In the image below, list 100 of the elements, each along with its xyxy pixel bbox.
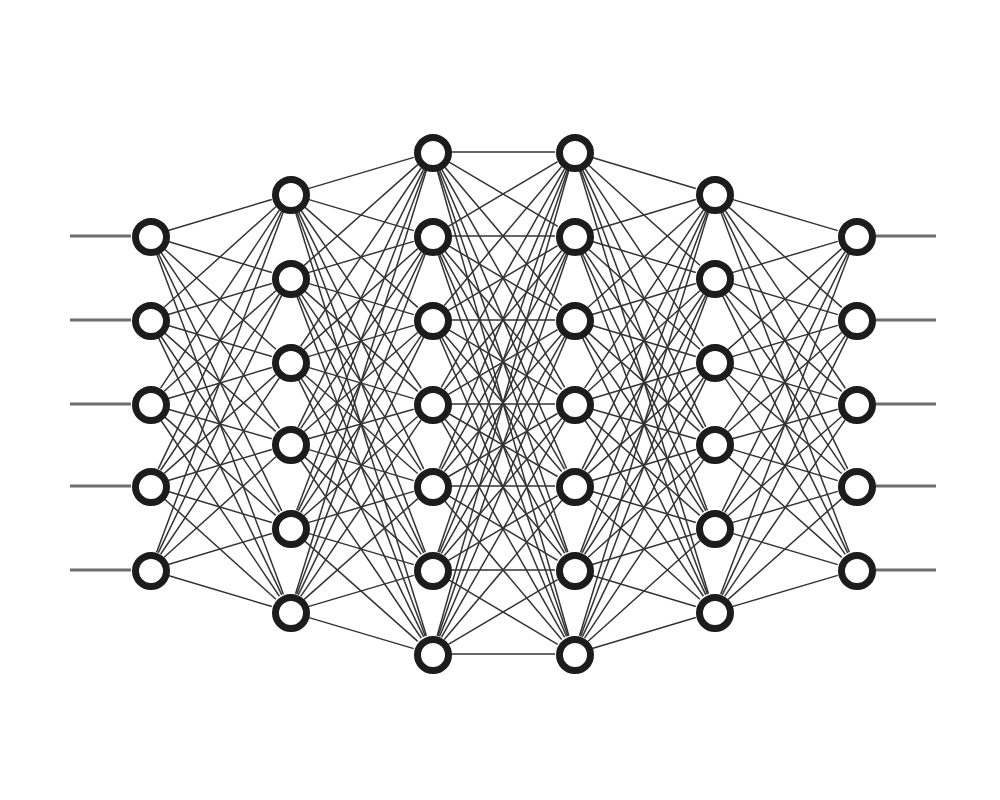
connection-line xyxy=(583,167,705,347)
connection-line xyxy=(163,455,277,559)
connection-line xyxy=(579,253,709,595)
connection-line xyxy=(450,569,556,571)
connection-line xyxy=(295,253,427,595)
connection-line xyxy=(583,293,705,471)
connection-line xyxy=(70,318,131,322)
connection-line xyxy=(303,497,419,601)
connection-line xyxy=(727,497,843,601)
connection-line xyxy=(307,240,415,274)
neuron-circle xyxy=(695,259,733,297)
neuron-circle xyxy=(555,385,593,423)
connection-line xyxy=(295,169,427,511)
connection-line xyxy=(579,169,709,511)
connection-line xyxy=(727,415,843,517)
connection-line xyxy=(299,418,423,598)
connection-line xyxy=(583,251,705,429)
connection-line xyxy=(297,294,425,554)
connection-line xyxy=(297,252,425,512)
connection-line xyxy=(159,251,281,429)
connection-line xyxy=(583,459,705,639)
connection-line xyxy=(163,289,277,393)
connection-line xyxy=(875,484,936,488)
connection-line xyxy=(723,209,847,389)
neuron-circle xyxy=(837,301,875,339)
connection-line xyxy=(307,156,415,190)
neuron-circle xyxy=(555,133,593,171)
neuron-circle xyxy=(271,509,309,547)
connection-line xyxy=(167,574,273,608)
connection-line xyxy=(159,377,281,555)
connection-line xyxy=(719,253,851,595)
neuron-circle xyxy=(695,593,733,631)
connection-line xyxy=(167,240,273,274)
connection-line xyxy=(721,336,849,596)
neuron-circle xyxy=(837,385,875,423)
connection-line xyxy=(303,205,419,309)
connection-line xyxy=(163,497,277,601)
neuron-circle xyxy=(413,635,451,673)
connection-line xyxy=(303,247,419,351)
connection-line xyxy=(167,448,273,482)
neuron-circle xyxy=(695,509,733,547)
connection-line xyxy=(299,459,423,639)
connection-line xyxy=(721,210,849,470)
connection-line xyxy=(581,378,707,638)
neuron-circle xyxy=(837,467,875,505)
neuron-circle xyxy=(131,467,169,505)
connection-line xyxy=(297,378,425,638)
connection-line xyxy=(303,373,419,475)
connection-line xyxy=(721,294,849,554)
connection-line xyxy=(731,532,839,566)
neuron-circle xyxy=(131,551,169,589)
connection-line xyxy=(591,490,697,524)
connection-line xyxy=(307,198,415,232)
connection-line xyxy=(450,235,556,237)
connection-line xyxy=(163,373,277,475)
connection-line xyxy=(167,408,273,440)
connection-line xyxy=(299,167,423,347)
connection-line xyxy=(731,448,839,482)
neuron-circle xyxy=(837,217,875,255)
connection-line xyxy=(303,539,419,643)
connection-line xyxy=(583,335,705,513)
connection-line xyxy=(875,318,936,322)
connection-line xyxy=(159,335,281,513)
connection-line xyxy=(587,539,701,643)
neuron-circle xyxy=(555,551,593,589)
connection-line xyxy=(583,377,705,555)
connection-line xyxy=(307,324,415,358)
connection-line xyxy=(167,366,273,400)
connection-line xyxy=(450,403,556,405)
connection-line xyxy=(157,210,283,470)
connection-line xyxy=(591,198,697,232)
connection-line xyxy=(303,415,419,517)
connection-line xyxy=(731,282,839,316)
connection-line xyxy=(579,211,709,553)
connection-line xyxy=(295,295,427,637)
neuron-circle xyxy=(413,467,451,505)
connection-line xyxy=(307,490,415,524)
connection-line xyxy=(303,163,419,267)
connection-line xyxy=(155,253,285,595)
connection-line xyxy=(578,169,710,595)
connection-line xyxy=(163,331,277,433)
connection-line xyxy=(587,373,701,475)
connection-line xyxy=(583,209,705,389)
neuron-circle xyxy=(413,217,451,255)
connection-line xyxy=(299,209,423,389)
connection-line xyxy=(591,240,697,274)
neuron-circle xyxy=(271,259,309,297)
connection-line xyxy=(70,402,131,406)
neuron-circle xyxy=(131,217,169,255)
neuron-circle xyxy=(413,301,451,339)
connection-line xyxy=(297,336,425,596)
connection-line xyxy=(299,292,423,472)
connection-line xyxy=(587,415,701,517)
neuron-circle xyxy=(695,175,733,213)
connection-line xyxy=(875,234,936,238)
connection-line xyxy=(157,336,283,596)
connection-line xyxy=(587,497,701,601)
connection-line xyxy=(578,211,710,637)
connection-line xyxy=(307,282,415,316)
neuron-circle xyxy=(271,175,309,213)
